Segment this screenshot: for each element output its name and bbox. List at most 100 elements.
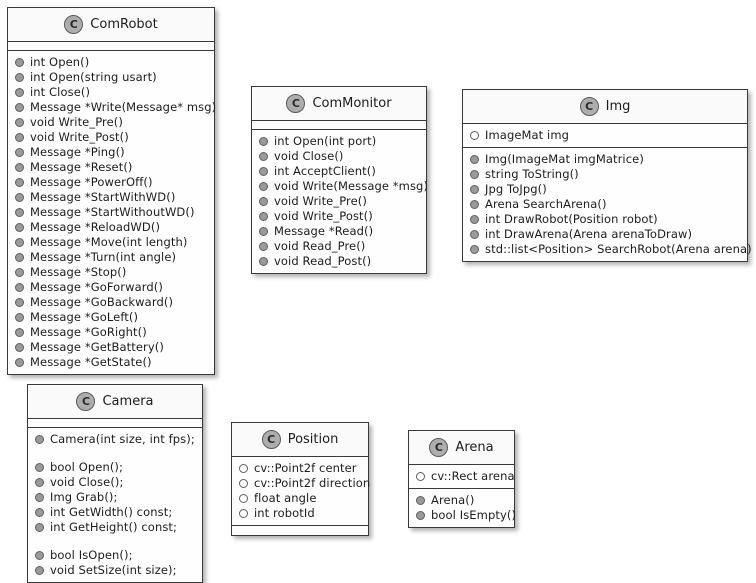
method-row[interactable]: int Open() [8,55,214,70]
method-visibility-icon [15,178,24,187]
method-row[interactable]: void Close() [252,149,426,164]
method-row[interactable]: int DrawRobot(Position robot) [463,212,747,227]
method-row[interactable]: bool IsEmpty() [409,508,516,523]
attributes-compartment [252,121,426,130]
method-label: Message *Write(Message* msg) [30,100,217,114]
method-row[interactable]: Message *StartWithWD() [8,190,214,205]
method-label: int DrawArena(Arena arenaToDraw) [485,227,693,241]
method-row[interactable]: Message *PowerOff() [8,175,214,190]
class-name: Position [287,432,339,447]
class-stereotype-icon: C [261,430,281,449]
method-label: void Write_Post() [274,209,373,223]
method-row[interactable]: Message *GetState() [8,355,214,370]
method-visibility-icon [259,257,268,266]
method-row[interactable]: void Close(); [28,475,202,490]
attribute-label: cv::Point2f center [254,461,357,475]
method-row[interactable]: Message *GoBackward() [8,295,214,310]
methods-compartment [232,526,368,535]
method-row[interactable]: int AcceptClient() [252,164,426,179]
attributes-compartment [28,419,202,428]
attribute-row[interactable]: cv::Rect arena [409,469,515,484]
method-row[interactable]: Message *ReloadWD() [8,220,214,235]
attribute-row[interactable]: int robotId [232,506,368,521]
method-row[interactable]: Message *GetBattery() [8,340,214,355]
method-visibility-icon [15,313,24,322]
method-row[interactable]: bool IsOpen(); [28,548,202,563]
method-visibility-icon [15,58,24,67]
method-row[interactable]: int Open(int port) [252,134,426,149]
method-visibility-icon [15,238,24,247]
method-row[interactable]: int DrawArena(Arena arenaToDraw) [463,227,747,242]
attributes-compartment: ImageMat img [463,124,747,148]
method-visibility-icon [15,103,24,112]
method-visibility-icon [15,133,24,142]
method-row[interactable]: Message *Reset() [8,160,214,175]
method-label: int Open(string usart) [30,70,157,84]
method-row[interactable]: int GetWidth() const; [28,505,202,520]
attribute-row[interactable]: ImageMat img [463,128,747,143]
method-visibility-icon [15,358,24,367]
method-row[interactable]: Img Grab(); [28,490,202,505]
attribute-row[interactable]: cv::Point2f center [232,461,368,476]
method-visibility-icon [15,268,24,277]
attribute-row[interactable]: cv::Point2f direction [232,476,371,491]
method-row[interactable]: void Write_Pre() [252,194,426,209]
method-visibility-icon [259,197,268,206]
method-row[interactable]: Message *GoLeft() [8,310,214,325]
method-row[interactable]: int GetHeight() const; [28,520,202,535]
method-row[interactable]: Message *Move(int length) [8,235,214,250]
method-label: Message *StartWithoutWD() [30,205,195,219]
method-row[interactable]: Message *GoRight() [8,325,214,340]
method-row[interactable]: Arena SearchArena() [463,197,747,212]
method-row[interactable]: Camera(int size, int fps); [28,432,202,447]
method-visibility-icon [35,551,44,560]
method-visibility-icon [15,298,24,307]
attribute-visibility-icon [239,509,248,518]
method-row[interactable]: Img(ImageMat imgMatrice) [463,152,747,167]
attribute-visibility-icon [416,472,425,481]
method-label: void Read_Pre() [274,239,366,253]
method-visibility-icon [35,478,44,487]
attribute-row[interactable]: float angle [232,491,368,506]
method-label: void Close(); [50,475,124,489]
method-row[interactable]: Message *GoForward() [8,280,214,295]
method-row[interactable]: Message *Turn(int angle) [8,250,214,265]
method-row[interactable]: void Write_Post() [8,130,214,145]
method-label: Message *GetBattery() [30,340,164,354]
attribute-label: ImageMat img [485,128,570,142]
method-row[interactable]: void Write_Post() [252,209,426,224]
method-row[interactable]: Message *Read() [252,224,426,239]
methods-compartment: Img(ImageMat imgMatrice)string ToString(… [463,148,752,261]
method-row[interactable]: void Read_Post() [252,254,426,269]
method-label: Message *GetState() [30,355,152,369]
method-row[interactable]: Arena() [409,493,514,508]
method-row[interactable]: std::list<Position> SearchRobot(Arena ar… [463,242,752,257]
method-label: Message *GoRight() [30,325,147,339]
method-visibility-icon [35,435,44,444]
method-row[interactable]: int Close() [8,85,214,100]
method-row[interactable]: Message *Write(Message* msg) [8,100,217,115]
method-label: std::list<Position> SearchRobot(Arena ar… [485,242,752,256]
method-label: void Read_Post() [274,254,372,268]
method-row[interactable]: Message *Stop() [8,265,214,280]
method-visibility-icon [35,523,44,532]
method-row[interactable]: Jpg ToJpg() [463,182,747,197]
method-row[interactable]: int Open(string usart) [8,70,214,85]
attribute-label: cv::Point2f direction [254,476,371,490]
method-visibility-icon [470,230,479,239]
method-row[interactable]: bool Open(); [28,460,202,475]
method-row[interactable]: void Read_Pre() [252,239,426,254]
method-row[interactable]: string ToString() [463,167,747,182]
method-visibility-icon [416,511,425,520]
class-stereotype-icon: C [286,94,306,113]
method-row[interactable]: void Write_Pre() [8,115,214,130]
method-row[interactable]: void Write(Message *msg) [252,179,428,194]
method-row[interactable]: Message *Ping() [8,145,214,160]
method-row[interactable]: Message *StartWithoutWD() [8,205,214,220]
